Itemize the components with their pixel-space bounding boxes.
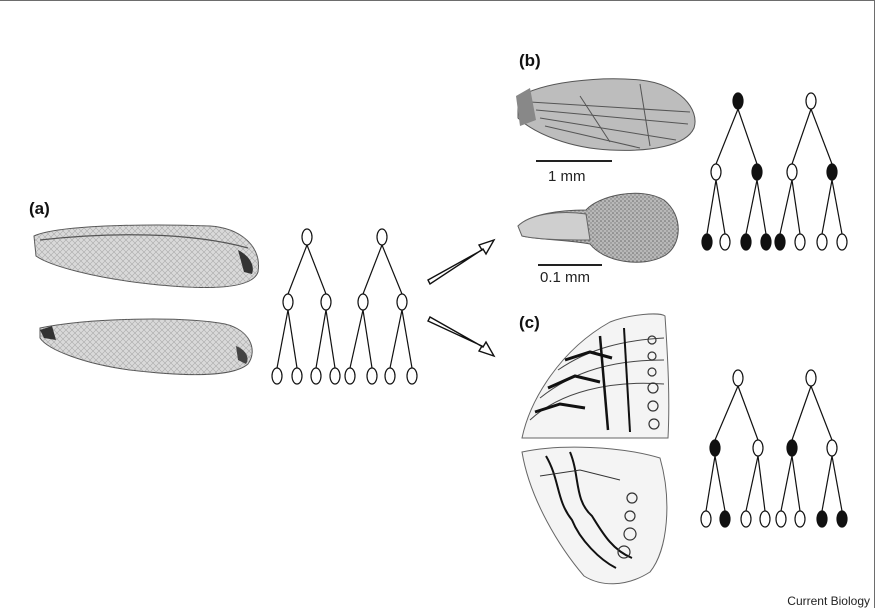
tree-node-filled	[775, 234, 785, 250]
tree-node-filled	[741, 234, 751, 250]
tree-node-empty	[711, 164, 721, 180]
tree-edge	[822, 180, 832, 234]
tree-node-empty	[701, 511, 711, 527]
tree-edge	[715, 456, 725, 511]
tree-edge	[792, 456, 800, 511]
tree-edge	[792, 386, 811, 440]
tree-edge	[757, 180, 766, 234]
butterfly-hindwing-c	[522, 447, 667, 584]
tree-edge	[707, 180, 716, 234]
tree-node-empty	[385, 368, 395, 384]
tree-edge	[832, 180, 842, 234]
tree-diagram-c	[701, 370, 847, 527]
tree-node-empty	[407, 368, 417, 384]
tree-node-empty	[272, 368, 282, 384]
tree-edge	[738, 109, 757, 164]
tree-edge	[746, 180, 757, 234]
tree-edge	[288, 310, 297, 368]
tree-edge	[363, 310, 372, 368]
tree-node-empty	[720, 234, 730, 250]
tree-node-filled	[837, 511, 847, 527]
tree-edge	[706, 456, 715, 511]
tree-node-empty	[806, 370, 816, 386]
tree-node-empty	[367, 368, 377, 384]
tree-edge	[715, 386, 738, 440]
tree-node-empty	[311, 368, 321, 384]
tree-node-empty	[292, 368, 302, 384]
tree-node-filled	[710, 440, 720, 456]
arrow-to-b	[428, 240, 494, 284]
tree-node-empty	[760, 511, 770, 527]
tree-edge	[746, 456, 758, 511]
tree-edge	[316, 310, 326, 368]
tree-node-empty	[787, 164, 797, 180]
tree-edge	[811, 386, 832, 440]
tree-edge	[382, 245, 402, 294]
tree-edge	[350, 310, 363, 368]
tree-edge	[716, 109, 738, 164]
tree-node-filled	[827, 164, 837, 180]
journal-credit: Current Biology	[787, 594, 870, 608]
tree-node-empty	[377, 229, 387, 245]
tree-node-filled	[787, 440, 797, 456]
tree-edge	[780, 180, 792, 234]
tree-edge	[307, 245, 326, 294]
tree-node-filled	[733, 93, 743, 109]
tree-diagram-a	[272, 229, 417, 384]
tree-edge	[288, 245, 307, 294]
tree-edge	[822, 456, 832, 511]
tree-node-empty	[358, 294, 368, 310]
tree-edge	[792, 109, 811, 164]
tree-edge	[792, 180, 800, 234]
tree-node-empty	[321, 294, 331, 310]
tree-node-empty	[795, 511, 805, 527]
tree-node-filled	[761, 234, 771, 250]
tree-edge	[738, 386, 758, 440]
tree-edge	[277, 310, 288, 368]
tree-edge	[832, 456, 842, 511]
arrow-to-c	[428, 317, 494, 356]
tree-node-empty	[302, 229, 312, 245]
tree-node-empty	[806, 93, 816, 109]
tree-node-filled	[752, 164, 762, 180]
tree-edge	[326, 310, 335, 368]
scale-label-0-1mm: 0.1 mm	[540, 269, 590, 286]
tree-node-empty	[795, 234, 805, 250]
wing-upper-a	[34, 225, 258, 288]
haltere-wing-b	[518, 193, 678, 262]
tree-node-empty	[283, 294, 293, 310]
scale-label-1mm: 1 mm	[548, 168, 586, 185]
tree-node-empty	[397, 294, 407, 310]
panel-label-a: (a)	[29, 199, 50, 219]
tree-node-empty	[733, 370, 743, 386]
tree-node-empty	[741, 511, 751, 527]
tree-node-empty	[776, 511, 786, 527]
wing-lower-a	[40, 319, 252, 375]
tree-diagram-b	[702, 93, 847, 250]
tree-edge	[716, 180, 725, 234]
butterfly-forewing-c	[522, 314, 669, 438]
tree-edge	[811, 109, 832, 164]
tree-node-filled	[702, 234, 712, 250]
tree-node-empty	[753, 440, 763, 456]
tree-edge	[781, 456, 792, 511]
tree-node-empty	[345, 368, 355, 384]
panel-label-b: (b)	[519, 51, 541, 71]
tree-node-filled	[817, 511, 827, 527]
fly-wing-b	[516, 79, 695, 151]
tree-node-empty	[330, 368, 340, 384]
panel-label-c: (c)	[519, 313, 540, 333]
tree-edge	[758, 456, 765, 511]
tree-node-filled	[720, 511, 730, 527]
tree-node-empty	[817, 234, 827, 250]
tree-edge	[390, 310, 402, 368]
tree-edge	[402, 310, 412, 368]
tree-edge	[363, 245, 382, 294]
tree-node-empty	[837, 234, 847, 250]
tree-node-empty	[827, 440, 837, 456]
